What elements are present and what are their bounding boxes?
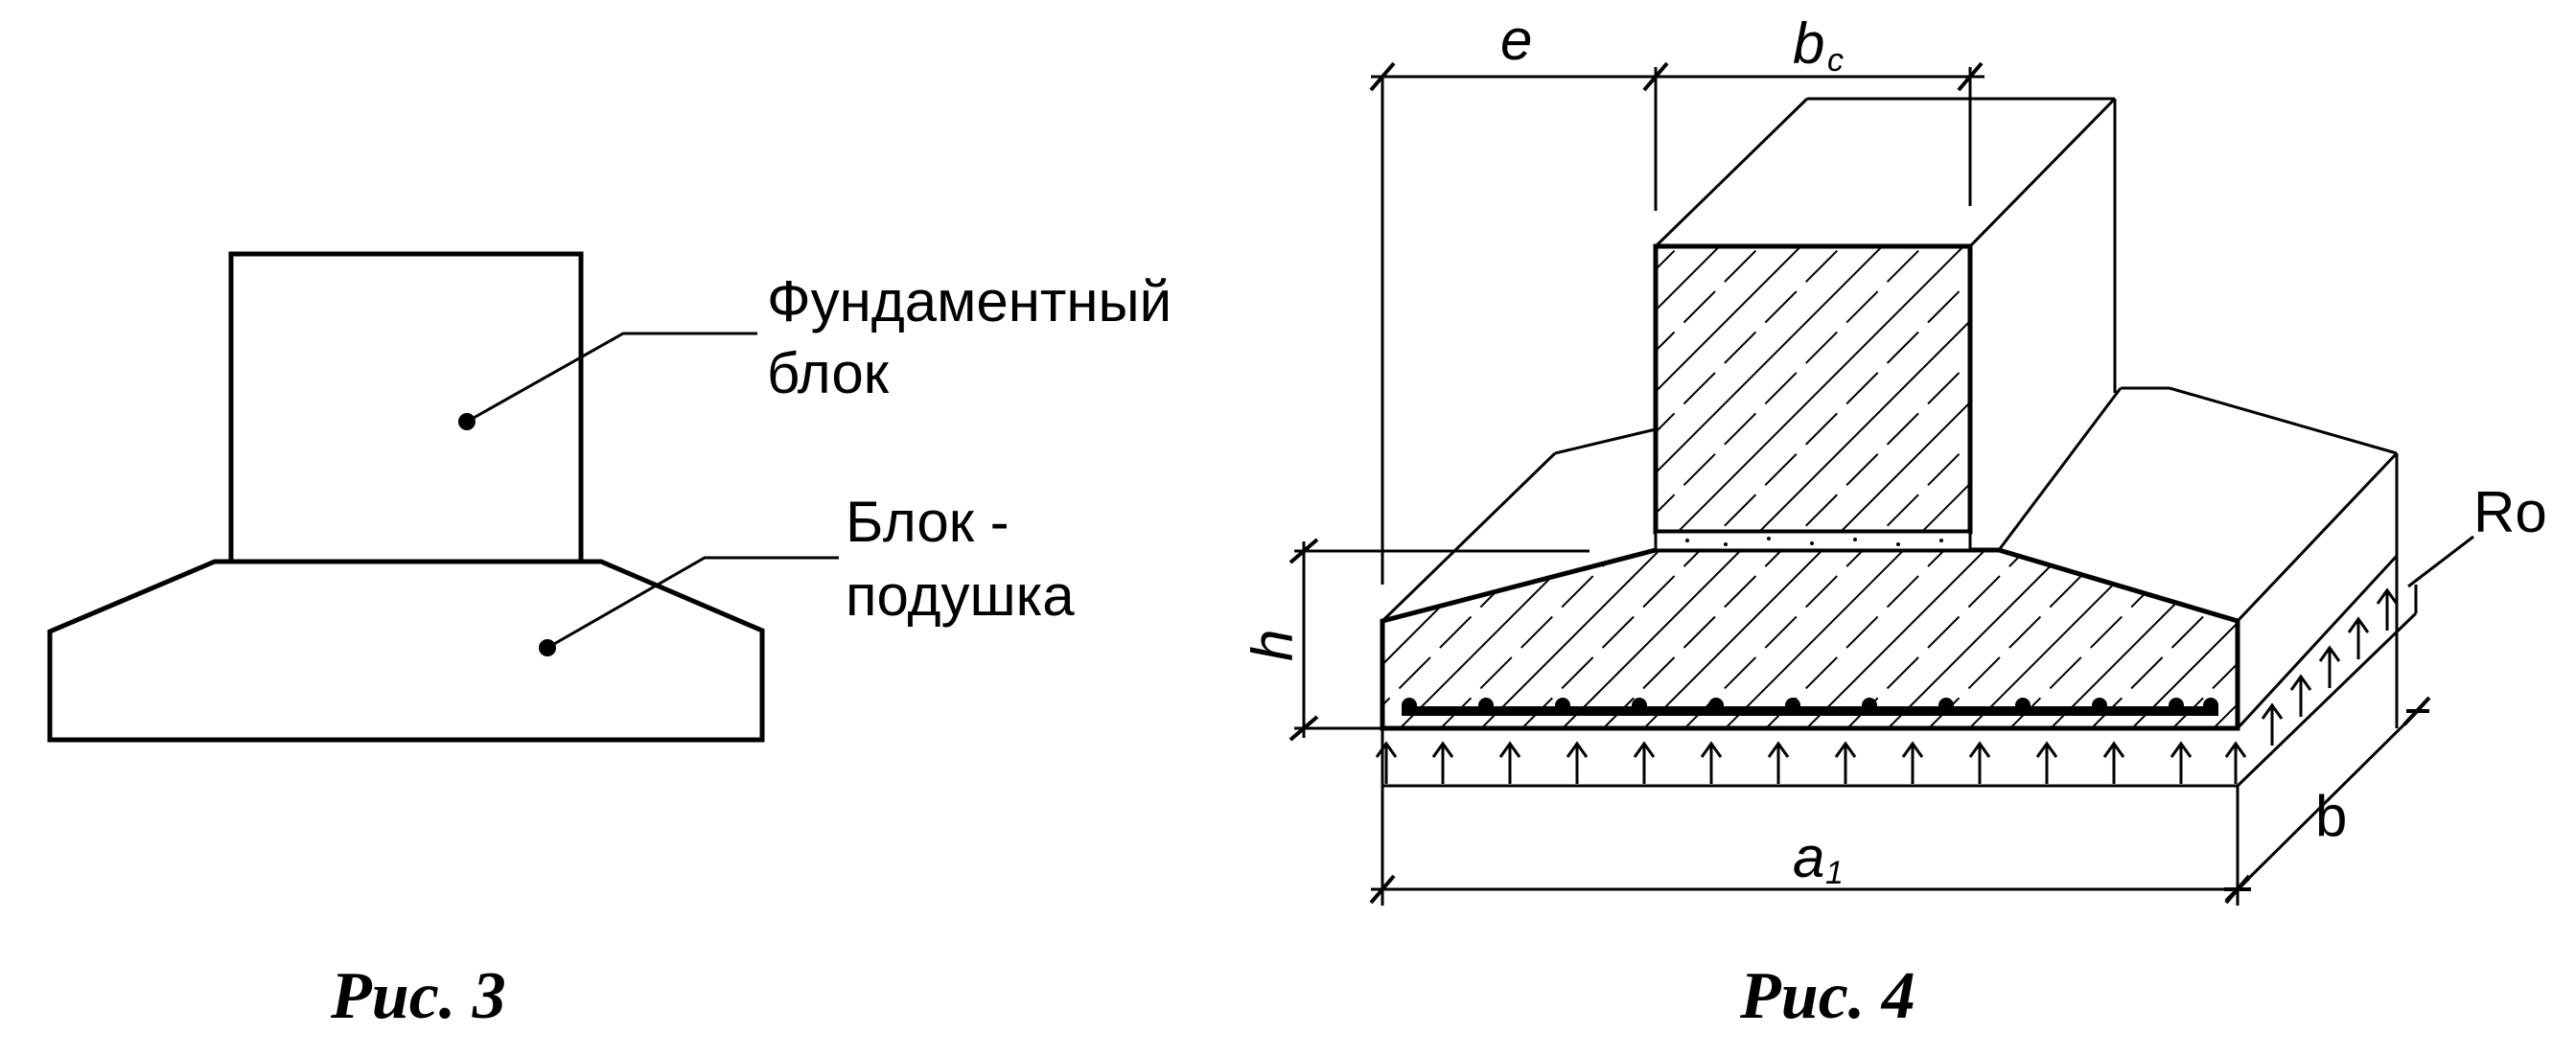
- soil-pressure: [1381, 585, 2418, 788]
- label-dim-bc: b: [1793, 11, 1824, 76]
- slab-top-outline: [1381, 386, 2399, 730]
- column-front-face: [1653, 243, 1973, 535]
- caption-figure-3: Рис. 3: [330, 959, 506, 1033]
- leader-line-block: [466, 332, 757, 424]
- label-dim-a1: a: [1793, 825, 1824, 889]
- figure-4: Ro e b c h a: [1241, 8, 2547, 1033]
- pressure-arrows: [1375, 587, 2399, 784]
- mortar-dots: [1685, 537, 1943, 546]
- leader-line-cushion: [546, 556, 839, 650]
- dim-top: [1369, 61, 1984, 585]
- ro-leader: [2407, 535, 2474, 588]
- label-cushion-line2: подушка: [846, 563, 1075, 628]
- slab-front-face: [1380, 547, 2240, 731]
- caption-figure-4: Рис. 4: [1739, 959, 1915, 1033]
- dim-b: [2224, 556, 2431, 903]
- label-dim-a1-sub: 1: [1825, 855, 1844, 891]
- label-ro: Ro: [2473, 480, 2547, 544]
- mortar-joint: [1654, 530, 1972, 552]
- label-dim-h: h: [1241, 630, 1305, 661]
- label-foundation-block-line2: блок: [767, 341, 890, 405]
- figure-3: Фундаментный блок Блок - подушка Рис. 3: [47, 251, 1172, 1033]
- label-foundation-block-line1: Фундаментный: [767, 269, 1172, 333]
- label-dim-b: b: [2315, 784, 2347, 848]
- label-dim-bc-sub: c: [1827, 42, 1844, 79]
- label-cushion-line1: Блок -: [846, 490, 1010, 554]
- column-outline: [1654, 97, 2117, 393]
- label-dim-e: e: [1500, 8, 1532, 72]
- cushion-block: [47, 559, 765, 743]
- foundation-block: [228, 251, 584, 564]
- rebar-dots: [1402, 698, 2218, 713]
- dim-h: [1288, 538, 1590, 742]
